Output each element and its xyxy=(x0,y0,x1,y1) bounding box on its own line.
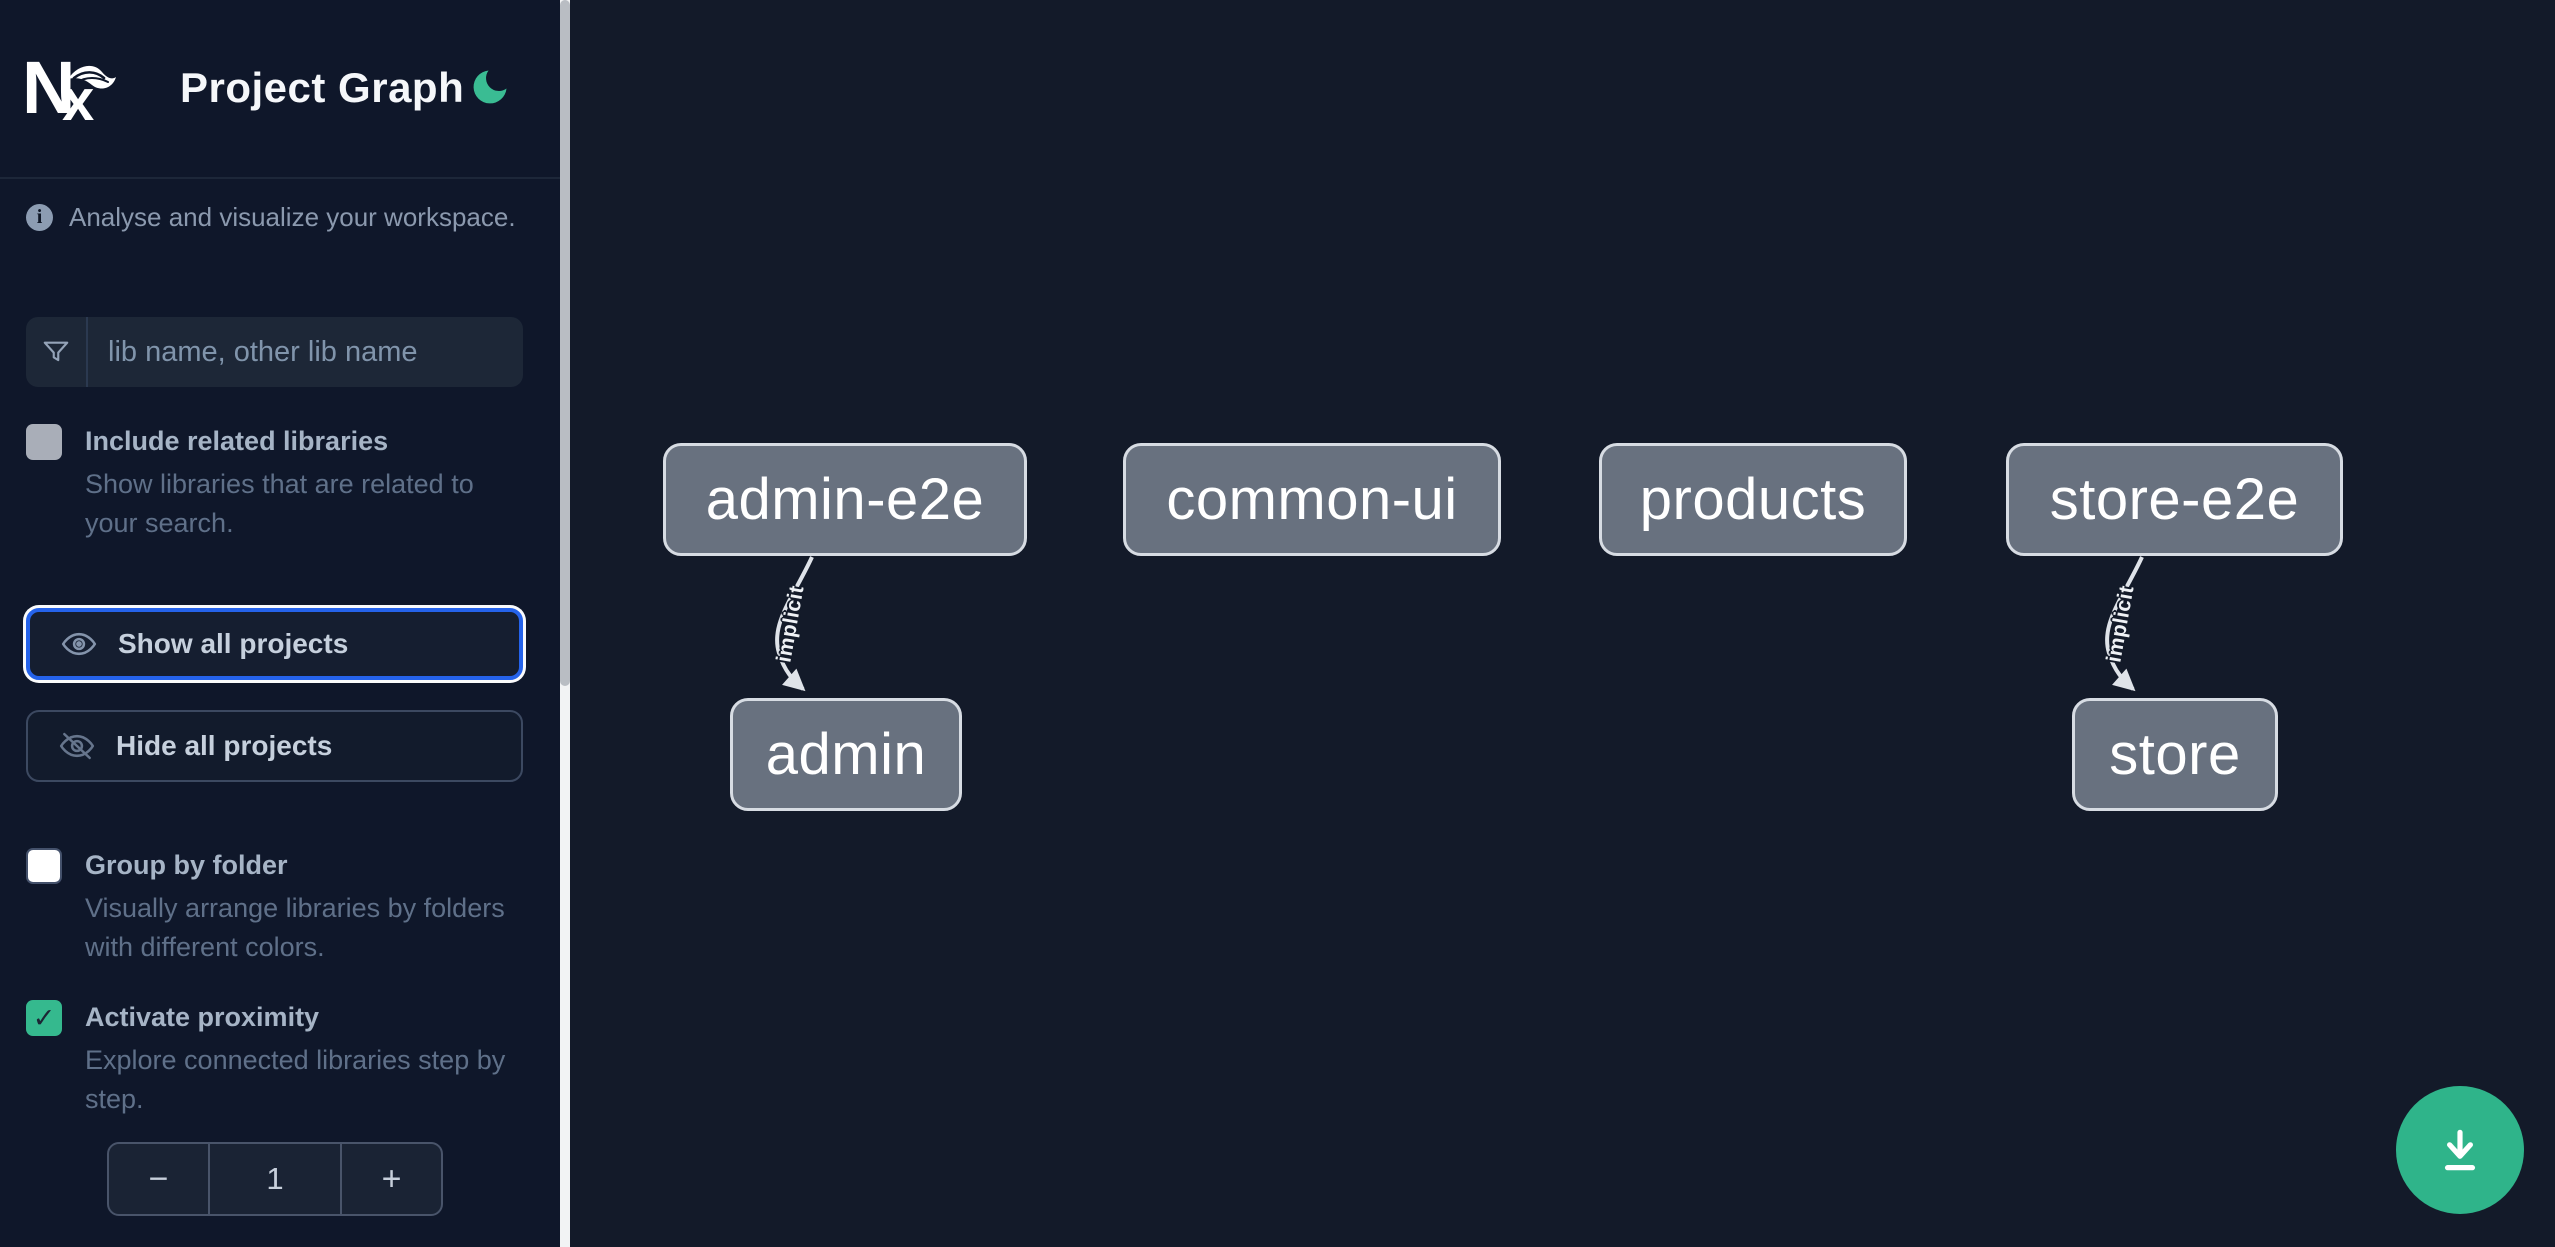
graph-node-products[interactable]: products xyxy=(1599,443,1907,556)
hide-all-projects-label: Hide all projects xyxy=(116,730,333,761)
info-icon: i xyxy=(26,204,53,231)
proximity-depth-stepper: − 1 + xyxy=(107,1142,443,1216)
moon-icon xyxy=(473,70,507,103)
sidebar: N x Project Graph i Analyse and visualiz… xyxy=(0,0,560,1247)
sidebar-header: N x Project Graph xyxy=(0,0,560,177)
edge-admin-e2e-to-admin[interactable] xyxy=(775,556,814,692)
download-icon xyxy=(2444,1129,2476,1171)
tagline-text: Analyse and visualize your workspace. xyxy=(69,202,516,232)
graph-node-store-e2e[interactable]: store-e2e xyxy=(2006,443,2343,556)
download-graph-button[interactable] xyxy=(2396,1086,2524,1214)
theme-toggle-button[interactable] xyxy=(466,64,514,112)
search-box xyxy=(26,317,523,387)
activate-proximity-label: Activate proximity xyxy=(85,1002,320,1032)
graph-node-admin-e2e[interactable]: admin-e2e xyxy=(663,443,1027,556)
activate-proximity-checkbox[interactable]: ✓ xyxy=(26,1000,62,1036)
activate-proximity-description: Explore connected libraries step by step… xyxy=(85,1045,506,1114)
group-by-folder-description: Visually arrange libraries by folders wi… xyxy=(85,893,505,962)
header-divider xyxy=(0,177,560,179)
search-input[interactable] xyxy=(88,317,523,387)
eye-icon xyxy=(61,632,97,656)
graph-node-admin[interactable]: admin xyxy=(730,698,962,811)
edge-store-e2e-to-store[interactable] xyxy=(2105,556,2144,692)
activate-proximity-row: ✓ Activate proximity Explore connected l… xyxy=(26,1000,526,1119)
eye-off-icon xyxy=(59,732,95,760)
increment-button[interactable]: + xyxy=(342,1144,441,1214)
group-by-folder-label: Group by folder xyxy=(85,850,288,880)
filter-funnel-icon xyxy=(26,317,88,387)
hide-all-projects-button[interactable]: Hide all projects xyxy=(26,710,523,782)
graph-node-store[interactable]: store xyxy=(2072,698,2278,811)
show-all-projects-label: Show all projects xyxy=(118,628,349,659)
page-title: Project Graph xyxy=(180,64,465,111)
checkmark-icon: ✓ xyxy=(32,1002,56,1033)
sidebar-scrollbar-thumb[interactable] xyxy=(560,0,570,686)
sidebar-scrollbar-track xyxy=(560,0,570,1247)
tagline-row: i Analyse and visualize your workspace. xyxy=(26,202,516,233)
svg-text:N: N xyxy=(26,56,75,120)
group-by-folder-checkbox[interactable] xyxy=(26,848,62,884)
include-related-description: Show libraries that are related to your … xyxy=(85,469,474,538)
graph-canvas[interactable]: admin-e2e common-ui products store-e2e a… xyxy=(570,0,2555,1247)
include-related-row: Include related libraries Show libraries… xyxy=(26,424,526,543)
decrement-button[interactable]: − xyxy=(109,1144,208,1214)
show-all-projects-button[interactable]: Show all projects xyxy=(26,608,523,680)
group-by-folder-row: Group by folder Visually arrange librari… xyxy=(26,848,526,967)
include-related-checkbox[interactable] xyxy=(26,424,62,460)
nx-logo-icon: N x xyxy=(26,56,116,120)
include-related-label: Include related libraries xyxy=(85,426,389,456)
proximity-depth-value[interactable]: 1 xyxy=(208,1144,342,1214)
graph-node-common-ui[interactable]: common-ui xyxy=(1123,443,1501,556)
